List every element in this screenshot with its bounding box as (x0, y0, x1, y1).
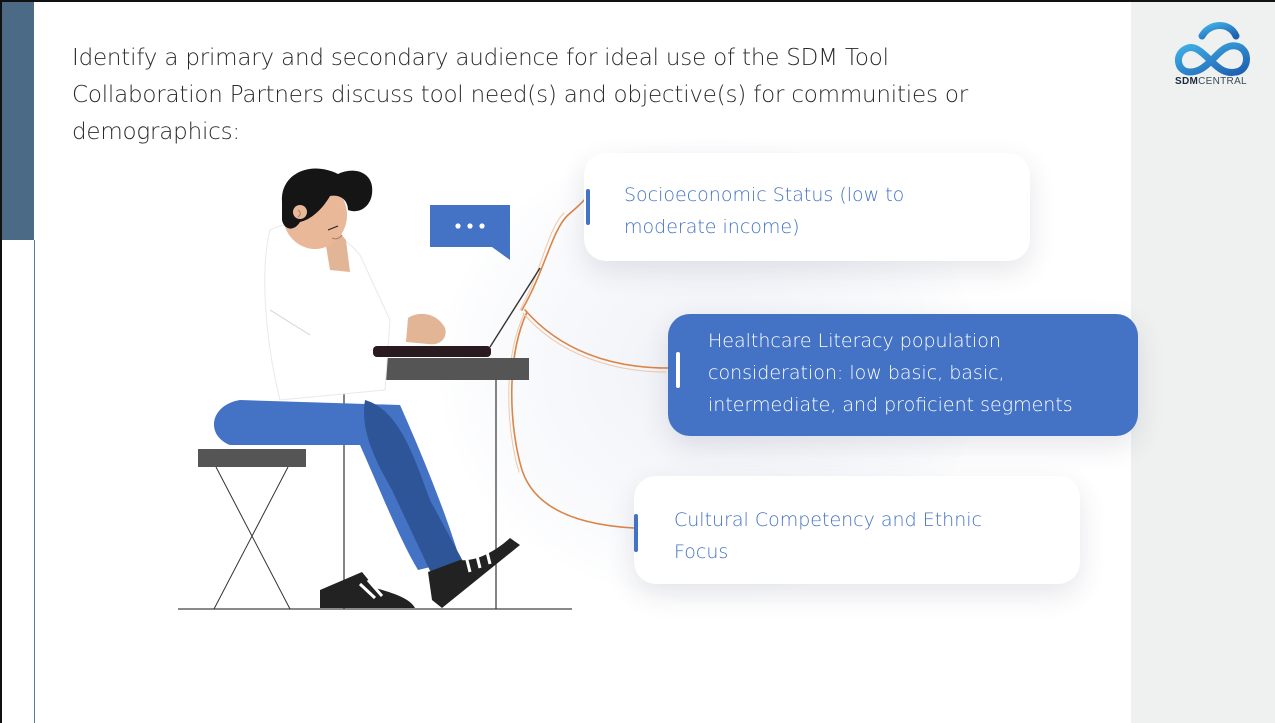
left-accent-bar (2, 2, 34, 240)
card-line: consideration: low basic, basic, (708, 362, 1005, 384)
right-panel (1131, 2, 1275, 723)
card-marker (676, 352, 680, 388)
person-at-laptop-illustration (178, 168, 572, 610)
card-marker (634, 514, 638, 552)
slide-title: Identify a primary and secondary audienc… (72, 40, 1152, 151)
left-border (0, 0, 2, 723)
title-line-1: Identify a primary and secondary audienc… (72, 45, 889, 71)
card-line: Socioeconomic Status (low to (624, 184, 905, 206)
card-socioeconomic-status: Socioeconomic Status (low to moderate in… (584, 153, 1030, 261)
card-marker (586, 189, 590, 225)
top-border (0, 0, 1275, 2)
card-text: Socioeconomic Status (low to moderate in… (624, 179, 1004, 243)
card-healthcare-literacy: Healthcare Literacy population considera… (668, 314, 1138, 436)
cloud-infinity-logo-icon (1175, 22, 1250, 76)
title-line-2: Collaboration Partners discuss tool need… (72, 82, 968, 108)
title-line-3: demographics: (72, 119, 240, 145)
logo-wordmark: SDMCENTRAL (1175, 76, 1247, 87)
card-line: Cultural Competency and Ethnic (674, 509, 982, 531)
card-cultural-competency: Cultural Competency and Ethnic Focus (634, 476, 1080, 584)
card-line: intermediate, and proficient segments (708, 394, 1073, 416)
card-text: Cultural Competency and Ethnic Focus (674, 504, 1054, 568)
card-text: Healthcare Literacy population considera… (708, 325, 1138, 421)
speech-bubble-icon (430, 205, 510, 260)
card-line: Focus (674, 541, 729, 563)
left-accent-line (34, 240, 35, 723)
card-line: moderate income) (624, 216, 800, 238)
card-line: Healthcare Literacy population (708, 330, 1001, 352)
